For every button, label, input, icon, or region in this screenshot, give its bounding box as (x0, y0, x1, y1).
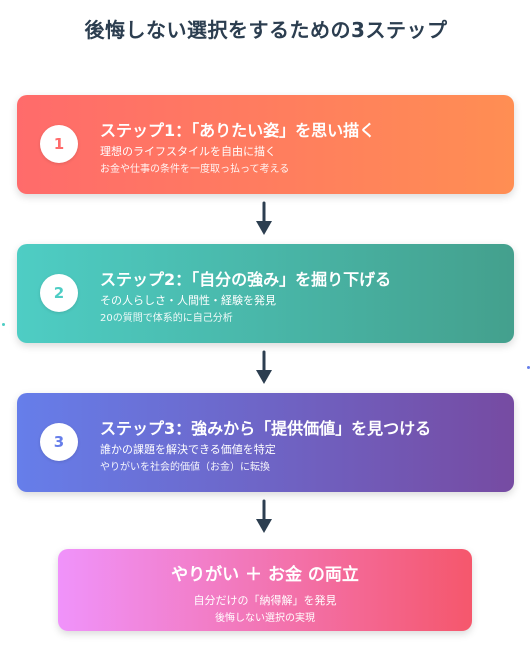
step-2-description: その人らしさ・人間性・経験を発見 (100, 294, 276, 307)
arrow-down-icon (256, 350, 272, 384)
step-1-card: 1 ステップ1：「ありたい姿」を思い描く 理想のライフスタイルを自由に描く お金… (17, 95, 514, 194)
step-3-subtext: やりがいを社会的価値（お金）に転換 (100, 462, 270, 473)
step-3-number-badge: 3 (40, 423, 78, 461)
step-1-description: 理想のライフスタイルを自由に描く (100, 145, 276, 158)
step-1-number-badge: 1 (40, 125, 78, 163)
step-1-title: ステップ1：「ありたい姿」を思い描く (100, 121, 376, 140)
arrow-down-icon (256, 201, 272, 235)
step-3-description: 誰かの課題を解決できる価値を特定 (100, 443, 276, 456)
decorative-dot (527, 366, 530, 369)
step-3-title: ステップ3：強みから「提供価値」を見つける (100, 419, 432, 438)
result-description: 自分だけの「納得解」を発見 (193, 594, 337, 607)
step-3-card: 3 ステップ3：強みから「提供価値」を見つける 誰かの課題を解決できる価値を特定… (17, 393, 514, 492)
page-title: 後悔しない選択をするための3ステップ (84, 18, 448, 42)
step-1-subtext: お金や仕事の条件を一度取っ払って考える (100, 164, 290, 175)
step-2-number-badge: 2 (40, 274, 78, 312)
step-2-card: 2 ステップ2：「自分の強み」を掘り下げる その人らしさ・人間性・経験を発見 2… (17, 244, 514, 343)
result-subtext: 後悔しない選択の実現 (215, 613, 315, 624)
result-title: やりがい ＋ お金 の両立 (171, 565, 359, 585)
step-2-title: ステップ2：「自分の強み」を掘り下げる (100, 270, 392, 289)
result-card: やりがい ＋ お金 の両立 自分だけの「納得解」を発見 後悔しない選択の実現 (58, 549, 472, 631)
decorative-dot (2, 323, 5, 326)
step-2-subtext: 20の質問で体系的に自己分析 (100, 313, 233, 324)
arrow-down-icon (256, 499, 272, 533)
